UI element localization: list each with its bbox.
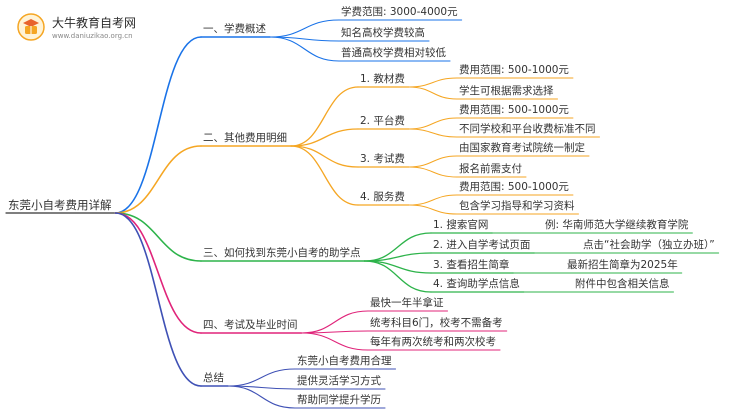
group-view-brochure: 3. 查看招生简章 <box>433 259 510 271</box>
edge-b1-leaf-2-curve <box>269 36 340 62</box>
branch-find-study-center: 三、如何找到东莞小自考的助学点 <box>203 247 361 259</box>
leaf-click-social: 点击“社会助学（独立办班）” <box>583 239 715 251</box>
leaf-service-content: 包含学习指导和学习资料 <box>459 200 575 212</box>
leaf-attachment-info: 附件中包含相关信息 <box>575 278 670 290</box>
leaf-textbook-choice: 学生可根据需求选择 <box>459 85 554 97</box>
leaf-exam-prepay: 报名前需支付 <box>459 163 522 175</box>
leaf-exam-national: 由国家教育考试院统一制定 <box>459 142 585 154</box>
group-platform-fee: 2. 平台费 <box>360 115 405 127</box>
edge-b2-group-3-curve <box>290 145 359 206</box>
edge-b3-group-3-curve <box>363 260 432 293</box>
logo-title: 大牛教育自考网 <box>52 16 137 30</box>
edge-b2-curve <box>114 145 202 214</box>
branch-summary: 总结 <box>203 372 224 384</box>
edge-b5-leaf-2-curve <box>227 385 296 409</box>
edge-b1-leaf-0-curve <box>269 19 340 38</box>
branch-exam-graduation: 四、考试及毕业时间 <box>203 319 298 331</box>
site-logo: 大牛教育自考网 www.daniuzikao.org.cn <box>16 10 136 46</box>
edge-b2-group-1-leaf-0-curve <box>408 117 458 130</box>
branch-other-fees: 二、其他费用明细 <box>203 132 287 144</box>
edge-b3-group-2-curve <box>363 260 432 274</box>
edge-b4-curve <box>114 212 202 334</box>
edge-b1-curve <box>114 36 202 214</box>
edge-b5-curve <box>114 212 202 387</box>
edge-b2-group-3-leaf-0-curve <box>408 194 458 206</box>
edge-b4-leaf-2-curve <box>300 332 369 351</box>
edge-b5-leaf-0-curve <box>227 368 296 387</box>
edge-b2-group-2-leaf-1-curve <box>408 166 458 178</box>
group-exam-fee: 3. 考试费 <box>360 153 405 165</box>
leaf-platform-range: 费用范围: 500-1000元 <box>459 104 569 116</box>
edge-b2-group-0-curve <box>290 86 359 147</box>
leaf-platform-standard: 不同学校和平台收费标准不同 <box>459 123 596 135</box>
group-service-fee: 4. 服务费 <box>360 191 405 203</box>
edge-b2-group-0-leaf-1-curve <box>408 86 458 100</box>
edge-b2-group-2-curve <box>290 145 359 168</box>
edge-b3-curve <box>114 212 202 262</box>
leaf-service-range: 费用范围: 500-1000元 <box>459 181 569 193</box>
edge-b2-group-1-curve <box>290 128 359 147</box>
group-textbook-fee: 1. 教材费 <box>360 73 405 85</box>
leaf-tuition-range: 学费范围: 3000-4000元 <box>341 6 458 18</box>
leaf-reasonable-cost: 东莞小自考费用合理 <box>297 355 392 367</box>
graduation-book-icon <box>17 13 45 41</box>
leaf-ordinary-schools: 普通高校学费相对较低 <box>341 47 446 59</box>
leaf-famous-schools: 知名高校学费较高 <box>341 27 425 39</box>
edge-b2-group-3-leaf-1-curve <box>408 204 458 215</box>
leaf-latest-brochure: 最新招生简章为2025年 <box>567 259 678 271</box>
edge-b4-leaf-0-curve <box>300 310 369 334</box>
root-node: 东莞小自考费用详解 <box>8 198 112 212</box>
leaf-flexible-learning: 提供灵活学习方式 <box>297 375 381 387</box>
logo-url: www.daniuzikao.org.cn <box>52 32 133 40</box>
leaf-example-school: 例: 华南师范大学继续教育学院 <box>545 219 689 231</box>
leaf-fastest-cert: 最快一年半拿证 <box>370 297 444 309</box>
edge-b2-group-1-leaf-1-curve <box>408 128 458 138</box>
group-search-website: 1. 搜索官网 <box>433 219 489 231</box>
group-enter-exam-page: 2. 进入自学考试页面 <box>433 239 531 251</box>
edge-b2-group-2-leaf-0-curve <box>408 155 458 168</box>
group-query-center: 4. 查询助学点信息 <box>433 278 520 290</box>
edge-b2-group-0-leaf-0-curve <box>408 77 458 88</box>
leaf-exam-frequency: 每年有两次统考和两次校考 <box>370 336 496 348</box>
leaf-improve-degree: 帮助同学提升学历 <box>297 394 381 406</box>
leaf-unified-subjects: 统考科目6门，校考不需备考 <box>370 317 503 329</box>
branch-tuition-overview: 一、学费概述 <box>203 23 266 35</box>
leaf-textbook-range: 费用范围: 500-1000元 <box>459 64 569 76</box>
